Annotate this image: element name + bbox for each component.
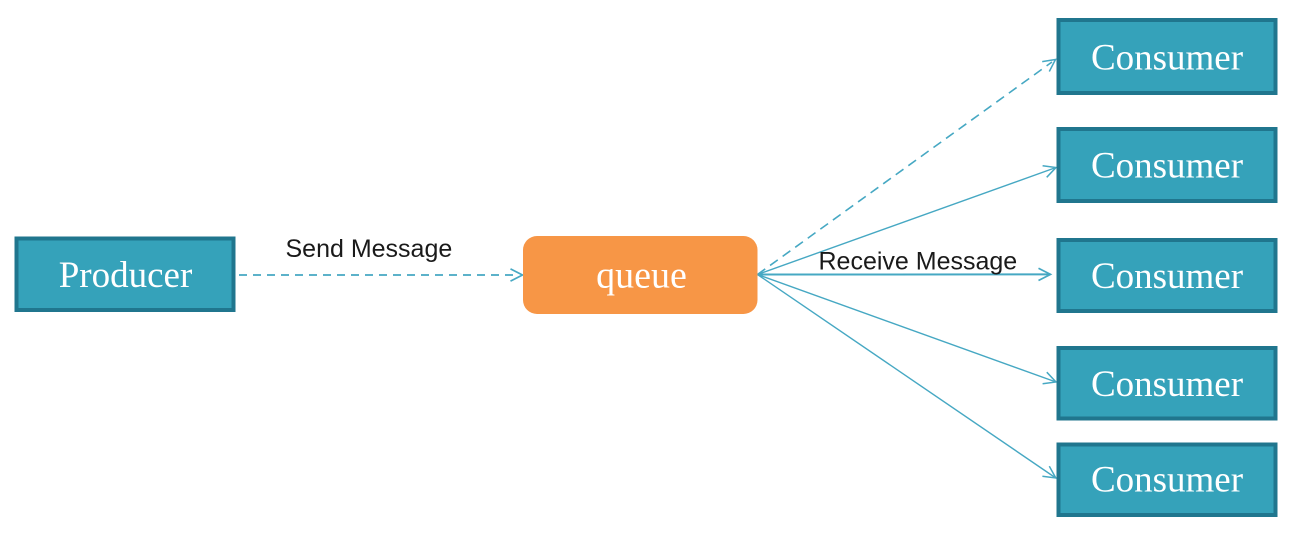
svg-text:Consumer: Consumer — [1091, 256, 1243, 297]
svg-text:Consumer: Consumer — [1091, 364, 1243, 405]
svg-text:Consumer: Consumer — [1091, 146, 1243, 187]
svg-text:Send Message: Send Message — [286, 235, 453, 263]
svg-text:Consumer: Consumer — [1091, 460, 1243, 501]
svg-text:Receive Message: Receive Message — [819, 248, 1018, 276]
svg-text:Producer: Producer — [59, 255, 193, 296]
svg-text:queue: queue — [596, 255, 687, 297]
svg-text:Consumer: Consumer — [1091, 38, 1243, 79]
